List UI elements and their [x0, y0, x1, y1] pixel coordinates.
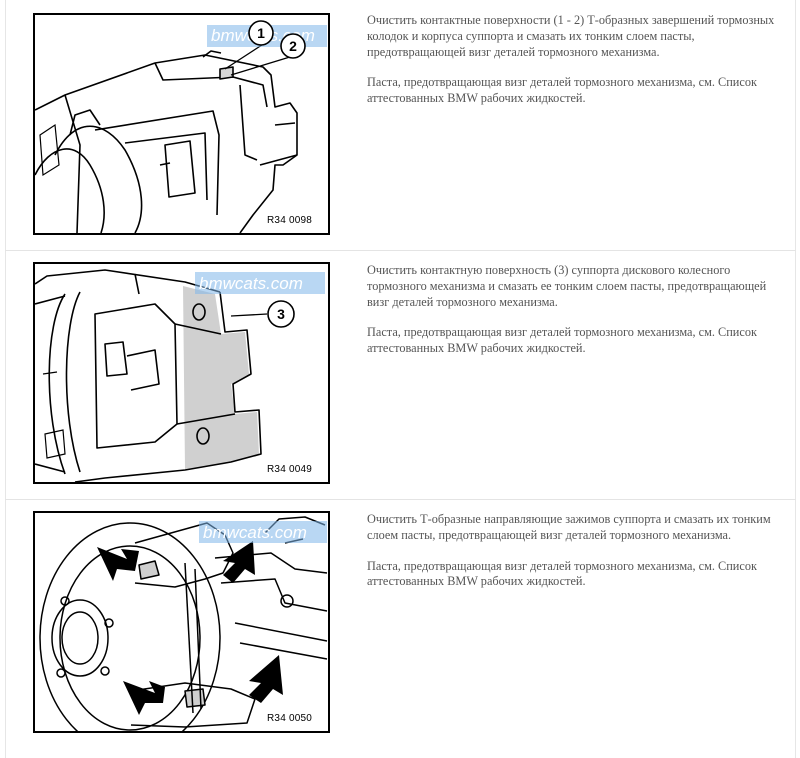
- arrow-lower-left: [123, 681, 165, 715]
- figure-caliper-contact-surface-3: bmwcats.com 3 R34 0049: [33, 262, 330, 484]
- step-text-1: Очистить контактные поверхности (1 - 2) …: [367, 13, 779, 122]
- svg-text:2: 2: [289, 38, 297, 54]
- figure-code: R34 0050: [267, 713, 312, 724]
- watermark-band: [195, 272, 325, 294]
- callout-3: 3: [267, 300, 295, 328]
- arrow-lower-right: [249, 655, 283, 703]
- watermark-text: bmwcats.com: [199, 274, 303, 293]
- page-border-right: [795, 0, 796, 758]
- row-divider: [5, 250, 796, 251]
- watermark-text: bmwcats.com: [203, 523, 307, 542]
- caliper-illustration-2: bmwcats.com 3: [35, 269, 325, 482]
- step-row-2: bmwcats.com 3 R34 0049 Очистить контактн…: [0, 251, 800, 499]
- figure-code: R34 0098: [267, 215, 312, 226]
- arrow-upper-right: [223, 541, 255, 583]
- step-row-1: bmwcats.com 1 2 R34 0098 Очистить контак…: [0, 0, 800, 250]
- arrow-upper-left: [97, 547, 139, 581]
- watermark-band: [199, 521, 327, 543]
- row-divider: [5, 499, 796, 500]
- paste-note-text: Паста, предотвращающая визг деталей торм…: [367, 558, 757, 589]
- page-border-left: [5, 0, 6, 758]
- caliper-illustration-1: bmwcats.com 1 2: [35, 20, 327, 233]
- figure-caliper-contact-surfaces: bmwcats.com 1 2 R34 0098: [33, 13, 330, 235]
- step-text-2: Очистить контактную поверхность (3) супп…: [367, 263, 779, 372]
- paste-note-text: Паста, предотвращающая визг деталей торм…: [367, 75, 757, 106]
- step-row-3: bmwcats.com R34 0050 Очистить Т-образные…: [0, 500, 800, 758]
- step-text-3: Очистить Т-образные направляющие зажимов…: [367, 512, 779, 605]
- callout-1: 1: [248, 20, 274, 46]
- svg-text:1: 1: [257, 25, 265, 41]
- instruction-text: Очистить контактную поверхность (3) супп…: [367, 263, 767, 309]
- svg-text:3: 3: [277, 306, 285, 322]
- figure-code: R34 0049: [267, 464, 312, 475]
- instruction-text: Очистить Т-образные направляющие зажимов…: [367, 512, 771, 542]
- figure-caliper-t-guides: bmwcats.com R34 0050: [33, 511, 330, 733]
- callout-2: 2: [280, 33, 306, 59]
- caliper-illustration-3: bmwcats.com: [39, 516, 328, 731]
- paste-note-text: Паста, предотвращающая визг деталей торм…: [367, 325, 757, 356]
- instruction-text: Очистить контактные поверхности (1 - 2) …: [367, 13, 775, 59]
